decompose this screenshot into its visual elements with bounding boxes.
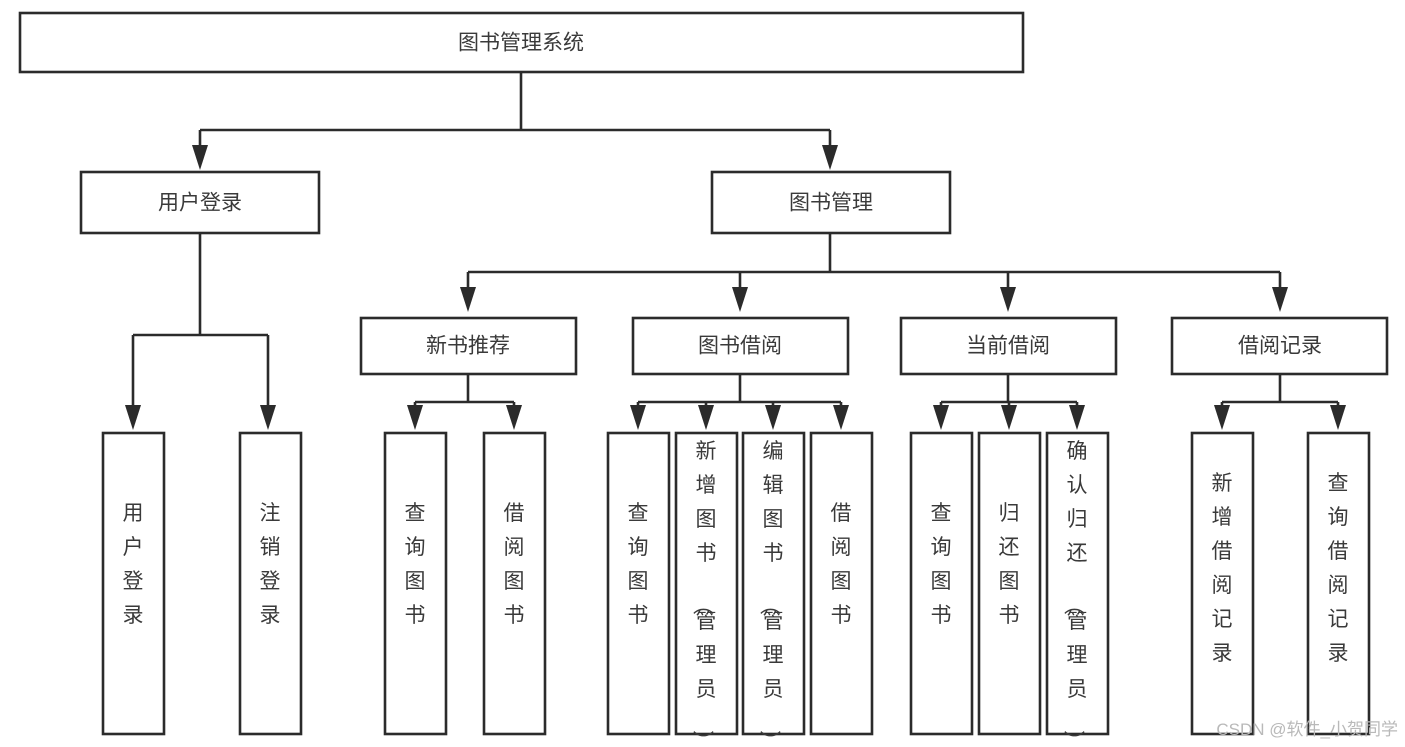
arrow-nbr-leaf-2 bbox=[506, 405, 522, 430]
node-leaf-borrow-book-2[interactable]: 借阅图书 bbox=[809, 431, 874, 736]
node-leaf-query-borrow-record-label: 查询借阅记录 bbox=[1328, 472, 1349, 665]
node-root-label: 图书管理系统 bbox=[458, 32, 584, 55]
node-leaf-borrow-book-1-box[interactable] bbox=[482, 431, 547, 736]
node-leaf-query-borrow-record[interactable]: 查询借阅记录 bbox=[1306, 431, 1371, 736]
node-leaf-query-book-1-box[interactable] bbox=[383, 431, 448, 736]
node-leaf-return-book[interactable]: 归还图书 bbox=[977, 431, 1042, 736]
arrow-bb-leaf-1 bbox=[630, 405, 646, 430]
arrow-bb-leaf-3 bbox=[765, 405, 781, 430]
node-user-login-box[interactable] bbox=[79, 170, 321, 235]
node-leaf-query-borrow-record-box[interactable] bbox=[1306, 431, 1371, 736]
node-current-borrow[interactable]: 当前借阅 bbox=[899, 316, 1118, 376]
node-borrow-record-label: 借阅记录 bbox=[1238, 335, 1322, 358]
node-leaf-add-book-admin-box[interactable] bbox=[674, 431, 739, 736]
node-leaf-confirm-return-admin-box[interactable] bbox=[1045, 431, 1110, 736]
node-user-login[interactable]: 用户登录 bbox=[79, 170, 321, 235]
node-leaf-user-login-label: 用户登录 bbox=[123, 502, 144, 627]
node-leaf-query-book-3-label: 查询图书 bbox=[931, 502, 952, 627]
node-book-management[interactable]: 图书管理 bbox=[710, 170, 952, 235]
node-leaf-confirm-return-admin-label: 确认归还（管理员） bbox=[1062, 440, 1088, 747]
node-leaf-query-book-3[interactable]: 查询图书 bbox=[909, 431, 974, 736]
node-leaf-logout-login[interactable]: 注销登录 bbox=[238, 431, 303, 736]
node-leaf-add-borrow-record-label: 新增借阅记录 bbox=[1212, 472, 1233, 665]
node-leaf-add-borrow-record[interactable]: 新增借阅记录 bbox=[1190, 431, 1255, 736]
node-leaf-borrow-book-1-label: 借阅图书 bbox=[504, 502, 525, 627]
node-leaf-borrow-book-2-box[interactable] bbox=[809, 431, 874, 736]
connector-layer bbox=[125, 72, 1346, 430]
node-user-login-label: 用户登录 bbox=[158, 192, 242, 215]
node-book-borrow-box[interactable] bbox=[631, 316, 850, 376]
node-book-management-label: 图书管理 bbox=[789, 192, 873, 215]
arrow-bm-to-current-borrow bbox=[1000, 287, 1016, 312]
arrow-bm-to-new-book-recommend bbox=[460, 287, 476, 312]
node-leaf-add-book-admin[interactable]: 新增图书（管理员） bbox=[674, 431, 739, 747]
arrow-bb-leaf-4 bbox=[833, 405, 849, 430]
arrow-br-leaf-1 bbox=[1214, 405, 1230, 430]
node-leaf-logout-login-label: 注销登录 bbox=[260, 502, 281, 627]
node-root-box[interactable] bbox=[18, 11, 1025, 74]
arrow-user-login-leaf-1 bbox=[125, 405, 141, 430]
arrow-bm-to-borrow-record bbox=[1272, 287, 1288, 312]
node-leaf-edit-book-admin-label: 编辑图书（管理员） bbox=[758, 440, 784, 747]
node-borrow-record[interactable]: 借阅记录 bbox=[1170, 316, 1389, 376]
node-book-borrow-label: 图书借阅 bbox=[698, 335, 782, 358]
arrow-bb-leaf-2 bbox=[698, 405, 714, 430]
arrow-bm-to-book-borrow bbox=[732, 287, 748, 312]
arrow-cb-leaf-1 bbox=[933, 405, 949, 430]
leaf-layer: 用户登录 注销登录 查询图书 借阅图书 查询图书 新增图书（管理员） 编辑图书（… bbox=[101, 431, 1371, 747]
arrow-root-to-book-management bbox=[822, 145, 838, 170]
node-new-book-recommend-box[interactable] bbox=[359, 316, 578, 376]
node-borrow-record-box[interactable] bbox=[1170, 316, 1389, 376]
arrow-cb-leaf-3 bbox=[1069, 405, 1085, 430]
node-leaf-query-book-1-label: 查询图书 bbox=[405, 502, 426, 627]
node-leaf-add-book-admin-label: 新增图书（管理员） bbox=[691, 440, 717, 747]
node-leaf-return-book-label: 归还图书 bbox=[999, 502, 1020, 627]
arrow-cb-leaf-2 bbox=[1001, 405, 1017, 430]
node-leaf-query-book-2-label: 查询图书 bbox=[628, 502, 649, 627]
node-current-borrow-box[interactable] bbox=[899, 316, 1118, 376]
node-leaf-confirm-return-admin[interactable]: 确认归还（管理员） bbox=[1045, 431, 1110, 747]
node-book-borrow[interactable]: 图书借阅 bbox=[631, 316, 850, 376]
node-new-book-recommend-label: 新书推荐 bbox=[426, 335, 510, 358]
node-leaf-query-book-3-box[interactable] bbox=[909, 431, 974, 736]
node-leaf-edit-book-admin[interactable]: 编辑图书（管理员） bbox=[741, 431, 806, 747]
node-leaf-user-login[interactable]: 用户登录 bbox=[101, 431, 166, 736]
node-leaf-query-book-2[interactable]: 查询图书 bbox=[606, 431, 671, 736]
arrow-nbr-leaf-1 bbox=[407, 405, 423, 430]
node-leaf-add-borrow-record-box[interactable] bbox=[1190, 431, 1255, 736]
node-book-management-box[interactable] bbox=[710, 170, 952, 235]
node-leaf-user-login-box[interactable] bbox=[101, 431, 166, 736]
node-leaf-query-book-2-box[interactable] bbox=[606, 431, 671, 736]
node-leaf-logout-login-box[interactable] bbox=[238, 431, 303, 736]
arrow-root-to-user-login bbox=[192, 145, 208, 170]
node-leaf-query-book-1[interactable]: 查询图书 bbox=[383, 431, 448, 736]
arrow-user-login-leaf-2 bbox=[260, 405, 276, 430]
node-leaf-borrow-book-1[interactable]: 借阅图书 bbox=[482, 431, 547, 736]
node-leaf-edit-book-admin-box[interactable] bbox=[741, 431, 806, 736]
csdn-watermark: CSDN @软件_小贺同学 bbox=[1216, 720, 1398, 739]
arrow-br-leaf-2 bbox=[1330, 405, 1346, 430]
node-leaf-borrow-book-2-label: 借阅图书 bbox=[831, 502, 852, 627]
node-new-book-recommend[interactable]: 新书推荐 bbox=[359, 316, 578, 376]
node-current-borrow-label: 当前借阅 bbox=[966, 335, 1050, 358]
node-leaf-return-book-box[interactable] bbox=[977, 431, 1042, 736]
node-root[interactable]: 图书管理系统 bbox=[18, 11, 1025, 74]
